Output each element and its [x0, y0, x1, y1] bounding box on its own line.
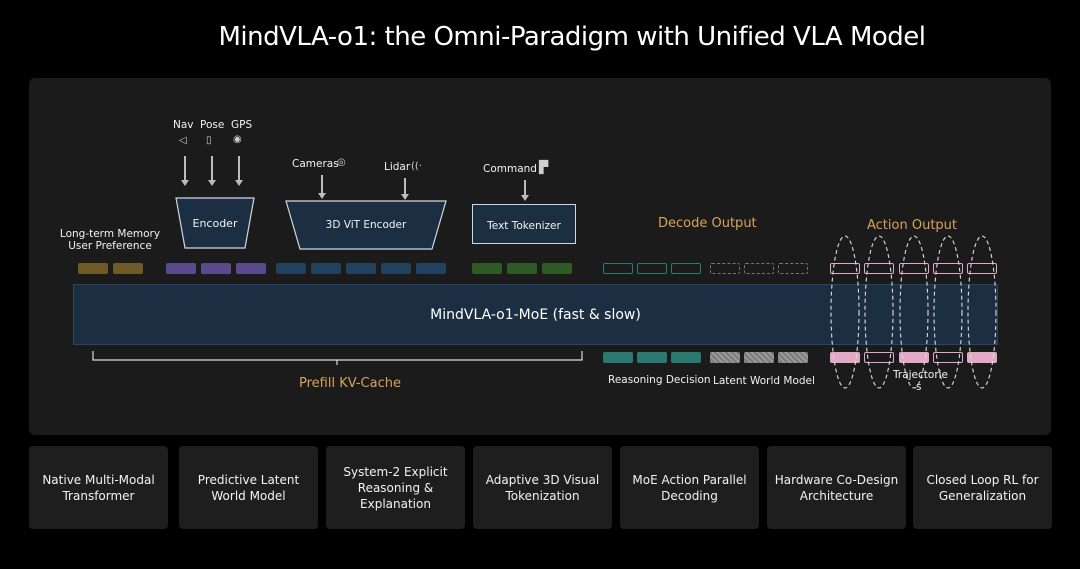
reasoning-token: [671, 352, 701, 363]
action-placeholder-token: [967, 263, 997, 274]
latent-placeholder-token: [710, 263, 740, 274]
vit-encoder-label: 3D ViT Encoder: [325, 219, 407, 231]
vit-token: [416, 263, 446, 274]
vit-encoder-block: [285, 200, 447, 250]
command-label: Command: [483, 163, 537, 175]
cameras-label: Cameras: [292, 158, 339, 170]
pose-icon: ▯: [206, 135, 212, 146]
action-placeholder-token: [933, 263, 963, 274]
pose-label: Pose: [200, 119, 225, 131]
vit-token: [346, 263, 376, 274]
architecture-panel: [29, 78, 1051, 435]
cameras-arrow: [318, 175, 325, 199]
action-placeholder-token: [899, 263, 929, 274]
feature-card-moe-decoding: MoE Action Parallel Decoding: [620, 446, 759, 529]
pose-arrow: [208, 156, 215, 186]
latent-token: [778, 352, 808, 363]
reasoning-decision-label: Reasoning Decision: [608, 374, 711, 386]
action-placeholder-token: [864, 263, 894, 274]
decode-placeholder-token: [603, 263, 633, 274]
encoder-token: [166, 263, 196, 274]
moe-model-label: MindVLA-o1-MoE (fast & slow): [430, 306, 641, 323]
latent-world-model-label: Latent World Model: [713, 375, 815, 387]
text-token: [507, 263, 537, 274]
action-token: [967, 352, 997, 363]
vit-token: [276, 263, 306, 274]
gps-arrow: [235, 156, 242, 186]
gps-label: GPS: [231, 119, 253, 131]
action-token-outline: [864, 352, 894, 363]
memory-token: [113, 263, 143, 274]
feature-card-multimodal: Native Multi-Modal Transformer: [29, 446, 168, 529]
lidar-label: Lidar: [384, 161, 411, 173]
prefill-bracket: [92, 351, 583, 365]
command-arrow: [521, 180, 528, 201]
nav-label: Nav: [173, 119, 194, 131]
encoder-block: [175, 197, 255, 249]
lidar-icon: ((·: [411, 161, 422, 172]
latent-token: [710, 352, 740, 363]
command-icon: ▛: [539, 160, 549, 174]
text-tokenizer-label: Text Tokenizer: [487, 220, 561, 232]
lidar-arrow: [401, 178, 408, 200]
camera-icon: ◎: [337, 157, 346, 168]
action-token-outline: [933, 352, 963, 363]
trajectories-label-line1: Trajectorie: [893, 369, 949, 381]
gps-eye-icon: ◉: [233, 134, 242, 145]
moe-model-block: MindVLA-o1-MoE (fast & slow): [73, 284, 998, 345]
vit-token: [311, 263, 341, 274]
action-token: [830, 352, 860, 363]
action-token: [899, 352, 929, 363]
latent-placeholder-token: [778, 263, 808, 274]
navigation-arrow-icon: ◁: [179, 135, 187, 146]
encoder-label: Encoder: [192, 217, 238, 230]
latent-token: [744, 352, 774, 363]
trajectories-label-line2: s: [916, 381, 922, 393]
latent-placeholder-token: [744, 263, 774, 274]
feature-card-closed-loop-rl: Closed Loop RL for Generalization: [913, 446, 1052, 529]
reasoning-token: [603, 352, 633, 363]
memory-token: [78, 263, 108, 274]
action-loops: [830, 235, 997, 389]
decode-output-label: Decode Output: [658, 216, 757, 231]
feature-card-3d-tokenization: Adaptive 3D Visual Tokenization: [473, 446, 612, 529]
text-token: [542, 263, 572, 274]
text-token: [472, 263, 502, 274]
reasoning-token: [637, 352, 667, 363]
feature-card-world-model: Predictive Latent World Model: [179, 446, 318, 529]
nav-arrow: [181, 156, 188, 186]
decode-placeholder-token: [671, 263, 701, 274]
action-output-label: Action Output: [867, 218, 958, 233]
feature-card-hardware: Hardware Co-Design Architecture: [767, 446, 906, 529]
encoder-token: [236, 263, 266, 274]
memory-label-line1: Long-term Memory: [59, 228, 161, 240]
vit-token: [381, 263, 411, 274]
prefill-kv-cache-label: Prefill KV-Cache: [299, 376, 401, 391]
feature-card-reasoning: System-2 Explicit Reasoning & Explanatio…: [326, 446, 465, 529]
decode-placeholder-token: [637, 263, 667, 274]
page-title: MindVLA-o1: the Omni-Paradigm with Unifi…: [218, 22, 926, 52]
text-tokenizer-block: [472, 204, 576, 244]
memory-label-line2: User Preference: [68, 240, 152, 252]
action-placeholder-token: [830, 263, 860, 274]
encoder-token: [201, 263, 231, 274]
